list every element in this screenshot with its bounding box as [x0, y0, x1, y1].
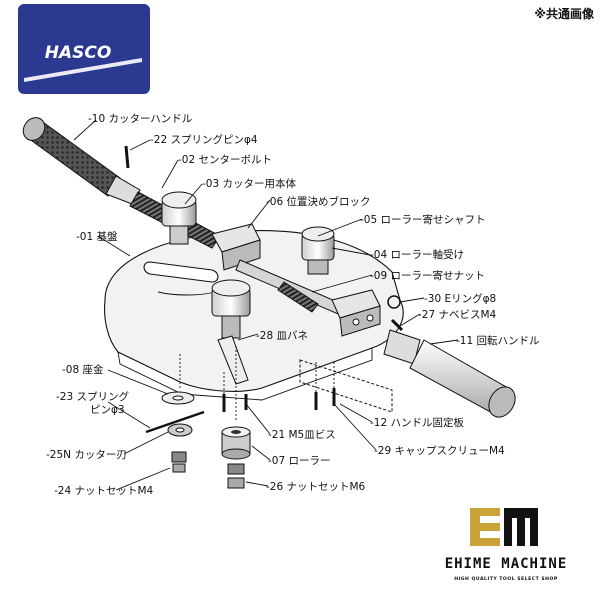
label-countersunk-screw: -21 M5皿ビス: [268, 429, 336, 441]
label-nut-set-m4: -24 ナットセットM4: [54, 485, 154, 497]
label-roller: -07 ローラー: [268, 455, 331, 467]
label-e-ring: -30 Eリングφ8: [424, 292, 496, 305]
base-slot: [143, 261, 219, 283]
label-pan-screw: -27 ナベビスM4: [418, 309, 497, 321]
label-cutter-body: -03 カッター用本体: [202, 177, 296, 190]
brand-name: EHIME MACHINE: [445, 556, 568, 572]
logo-text: HASCO: [45, 43, 112, 63]
spring-pin-3: [145, 410, 205, 434]
label-disc-spring: -28 皿バネ: [256, 330, 308, 342]
roller: [221, 426, 251, 460]
brand-tagline: HIGH QUALITY TOOL SELECT SHOP: [454, 576, 558, 582]
part-labels: -10 カッターハンドル -22 スプリングピンφ4 -02 センターボルト -…: [46, 113, 540, 497]
spring-pin-4: [124, 145, 130, 169]
label-nut-set-m6: -26 ナットセットM6: [266, 481, 366, 493]
label-cutter-blade: -25N カッター刃: [46, 449, 127, 461]
leader-lines: [73, 119, 459, 491]
common-image-note: ※共通画像: [534, 6, 595, 21]
roller-holder: [211, 279, 251, 339]
cutter-illustration: [22, 117, 516, 489]
cutter-body: [161, 191, 197, 245]
em-mark: [470, 508, 538, 546]
label-positioning-block: -06 位置決めブロック: [266, 195, 371, 208]
label-roller-shaft: -05 ローラー寄せシャフト: [360, 213, 486, 226]
roller-nut: [277, 281, 319, 313]
label-spring-pin-3-size: ピンφ3: [90, 404, 125, 416]
nut-set-m6: [227, 463, 245, 489]
logo-background: [18, 4, 150, 94]
cutter-handle: [22, 117, 141, 205]
label-base-plate: -01 基盤: [76, 230, 118, 243]
roller-bearing: [301, 226, 335, 275]
label-washer: -08 座金: [62, 363, 104, 376]
label-cap-screw: -29 キャップスクリューM4: [374, 445, 505, 457]
label-roller-nut: -09 ローラー寄せナット: [370, 269, 485, 282]
disc-spring: [217, 335, 249, 385]
rotating-handle: [383, 329, 516, 418]
handle-fixing-plate: [299, 359, 393, 413]
label-spring-pin-4: -22 スプリングピンφ4: [150, 133, 258, 146]
ehime-machine-brand: EHIME MACHINE HIGH QUALITY TOOL SELECT S…: [445, 508, 568, 582]
pan-screw: [390, 318, 404, 332]
label-center-bolt: -02 センターボルト: [178, 154, 272, 166]
label-rotating-handle: -11 回転ハンドル: [456, 335, 540, 347]
hasco-logo: HASCO: [18, 4, 150, 94]
label-handle-fixing-plate: -12 ハンドル固定板: [370, 416, 464, 429]
label-roller-bearing: -04 ローラー軸受け: [370, 248, 464, 261]
label-cutter-handle: -10 カッターハンドル: [88, 113, 192, 125]
label-spring-pin-3: -23 スプリング: [56, 390, 129, 403]
nut-set-m4: [171, 451, 187, 473]
